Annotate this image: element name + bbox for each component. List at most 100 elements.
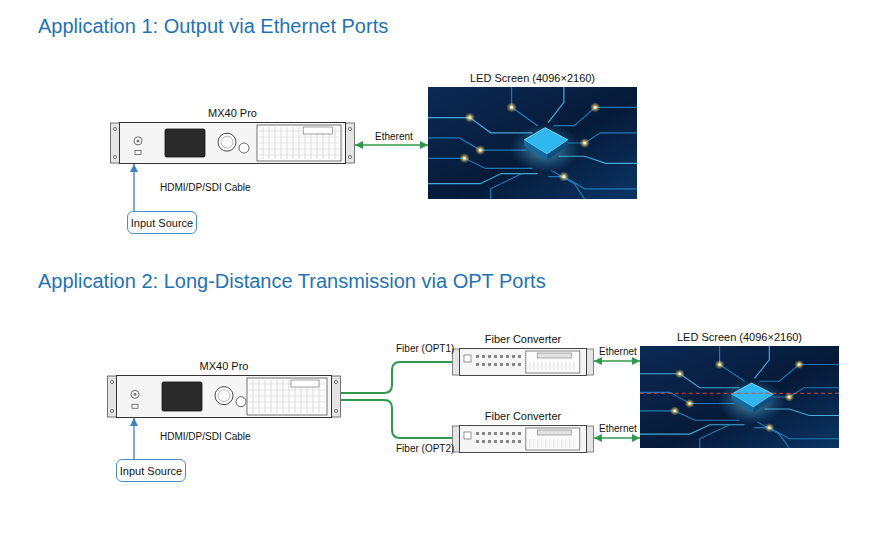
- art-rect: [332, 376, 341, 417]
- signal-cable: [133, 164, 134, 211]
- art-line: [529, 362, 530, 371]
- art-circle: [215, 387, 233, 405]
- art-rect: [482, 432, 485, 435]
- art-rect: [488, 432, 491, 435]
- input-source-box: Input Source: [127, 211, 197, 234]
- art-circle: [715, 360, 725, 369]
- box-text: Input Source: [120, 465, 182, 477]
- art-circle: [675, 369, 685, 378]
- art-path: [547, 140, 568, 160]
- art-rect: [482, 355, 485, 358]
- art-circle: [348, 127, 351, 130]
- art-rect: [512, 432, 515, 435]
- art-rect: [346, 123, 355, 163]
- art-line: [565, 362, 566, 371]
- art-circle: [134, 393, 137, 396]
- art-circle: [110, 380, 113, 383]
- fiber-line: [341, 400, 452, 438]
- art-circle: [674, 410, 677, 412]
- art-line: [249, 408, 325, 409]
- art-rect: [587, 349, 594, 375]
- art-rect: [494, 440, 497, 443]
- art-rect: [165, 129, 205, 157]
- art-line: [561, 439, 562, 448]
- art-circle: [583, 142, 586, 145]
- art-rect: [500, 355, 503, 358]
- art-circle: [798, 363, 801, 365]
- art-rect: [247, 378, 327, 415]
- art-circle: [465, 112, 475, 122]
- art-line: [259, 149, 339, 150]
- art-line: [533, 362, 534, 371]
- art-line: [549, 439, 550, 448]
- art-line: [533, 439, 534, 448]
- art-circle: [679, 373, 682, 375]
- art-circle: [590, 102, 600, 112]
- art-rect: [512, 363, 515, 366]
- art-circle: [110, 409, 113, 412]
- art-circle: [334, 380, 337, 383]
- art-rect: [482, 363, 485, 366]
- art-rect: [518, 440, 521, 443]
- device-drawing: [452, 425, 594, 453]
- art-rect: [120, 123, 346, 164]
- art-circle: [768, 426, 771, 428]
- edge-label: Ethernet: [599, 423, 637, 434]
- art-rect: [494, 363, 497, 366]
- art-rect: [506, 363, 509, 366]
- art-circle: [670, 406, 680, 415]
- art-circle: [218, 390, 230, 402]
- art-rect: [518, 355, 521, 358]
- art-circle: [348, 155, 351, 158]
- art-rect: [494, 355, 497, 358]
- art-rect: [518, 432, 521, 435]
- art-path: [700, 425, 730, 448]
- art-circle: [562, 175, 565, 178]
- art-path: [524, 140, 547, 160]
- art-circle: [137, 139, 140, 142]
- art-circle: [510, 106, 513, 109]
- art-circle: [218, 133, 236, 151]
- art-line: [569, 362, 570, 371]
- node-heading: MX40 Pro: [200, 360, 249, 372]
- art-line: [573, 439, 574, 448]
- led-screen: LED Screen (4096×2160): [428, 87, 637, 199]
- art-rect: [512, 440, 515, 443]
- node-heading: Fiber Converter: [485, 333, 561, 345]
- fiber-line: [341, 362, 452, 393]
- art-path: [551, 170, 584, 199]
- art-rect: [500, 432, 503, 435]
- art-line: [640, 393, 839, 394]
- art-path: [640, 425, 744, 434]
- art-circle: [559, 172, 569, 182]
- art-line: [249, 402, 325, 403]
- art-line: [259, 143, 339, 144]
- art-rect: [291, 380, 319, 387]
- processor-device: MX40 Pro: [107, 375, 341, 418]
- art-circle: [475, 145, 485, 155]
- art-rect: [460, 426, 587, 453]
- art-line: [557, 362, 558, 371]
- art-rect: [587, 426, 594, 452]
- art-path: [428, 174, 538, 184]
- art-rect: [488, 440, 491, 443]
- art-path: [732, 394, 754, 413]
- art-rect: [488, 363, 491, 366]
- art-circle: [718, 363, 721, 365]
- art-rect: [428, 87, 637, 199]
- art-rect: [464, 432, 471, 439]
- art-circle: [463, 157, 466, 160]
- art-rect: [494, 432, 497, 435]
- art-rect: [500, 363, 503, 366]
- art-line: [545, 439, 546, 448]
- art-line: [259, 155, 339, 156]
- art-rect: [488, 355, 491, 358]
- art-line: [553, 439, 554, 448]
- art-circle: [788, 396, 791, 398]
- art-line: [249, 396, 325, 397]
- art-circle: [131, 390, 139, 398]
- art-rect: [500, 440, 503, 443]
- art-rect: [162, 382, 202, 411]
- art-rect: [135, 151, 141, 155]
